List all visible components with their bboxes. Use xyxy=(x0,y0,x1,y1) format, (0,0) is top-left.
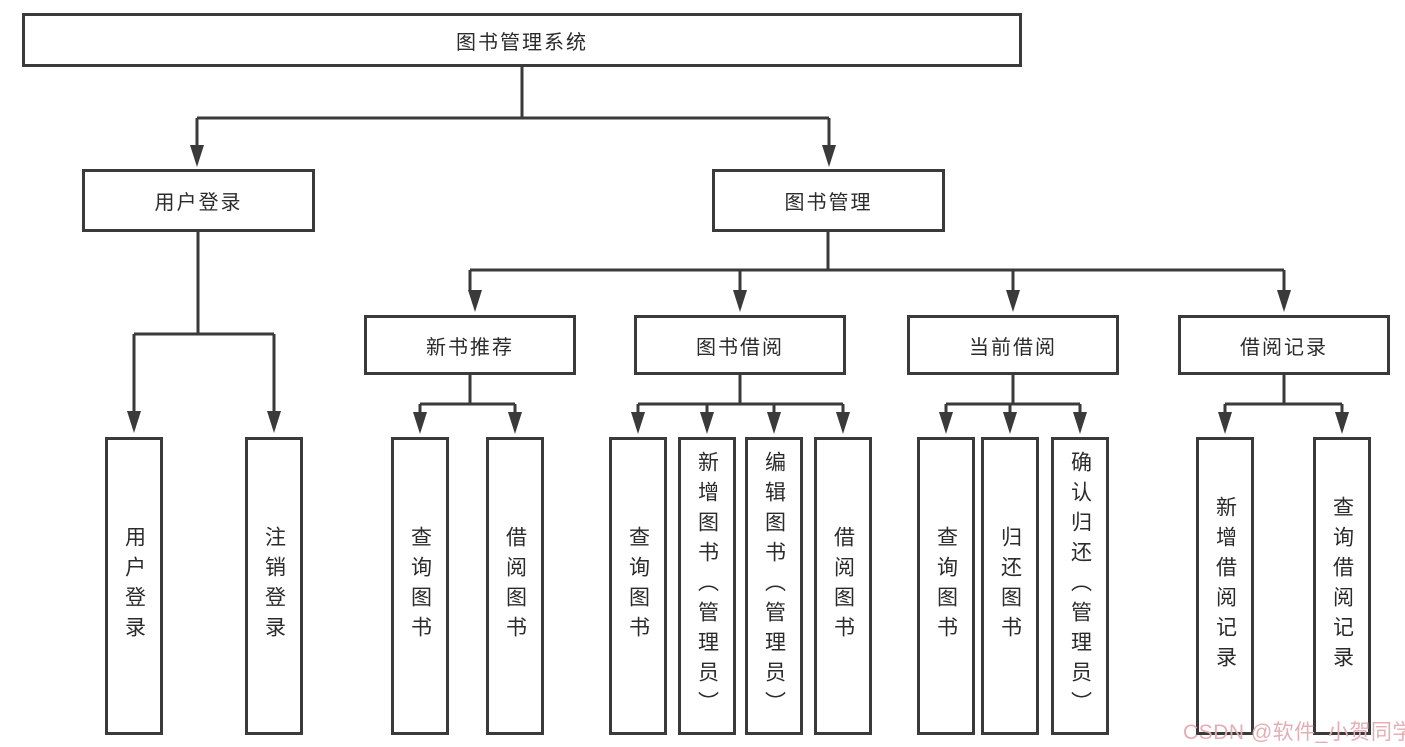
leaf-borrow-books: 借阅图书 xyxy=(814,437,872,735)
leaf-label: 归还图书 xyxy=(998,526,1022,646)
connector-current-borrow xyxy=(944,375,1082,416)
arrow-icon xyxy=(127,411,141,433)
leaf-query-books: 查询图书 xyxy=(391,437,449,735)
leaf-label: 注销登录 xyxy=(262,526,286,646)
arrow-icon xyxy=(1218,412,1232,434)
leaf-label: 借阅图书 xyxy=(503,526,527,646)
leaf-query-books: 查询图书 xyxy=(917,437,975,735)
node-label: 当前借阅 xyxy=(969,336,1057,359)
leaf-confirm-return-admin: 确认归还（管理员） xyxy=(1051,437,1109,735)
node-book-borrow: 图书借阅 xyxy=(634,315,846,375)
leaf-label: 用户登录 xyxy=(122,526,146,646)
leaf-label: 查询借阅记录 xyxy=(1330,496,1354,676)
arrow-icon xyxy=(631,412,645,434)
leaf-query-borrow-record: 查询借阅记录 xyxy=(1313,437,1371,735)
arrow-icon xyxy=(413,412,427,434)
node-book-management: 图书管理 xyxy=(712,169,945,232)
node-label: 图书借阅 xyxy=(696,336,784,359)
arrow-icon xyxy=(508,412,522,434)
node-new-book-recommend: 新书推荐 xyxy=(364,315,576,375)
connector-user-login xyxy=(132,232,276,413)
arrow-icon xyxy=(1003,412,1017,434)
node-label: 图书管理 xyxy=(784,192,873,214)
leaf-label: 新增借阅记录 xyxy=(1213,496,1237,676)
arrow-icon xyxy=(190,145,204,167)
leaf-add-books-admin: 新增图书（管理员） xyxy=(678,437,736,735)
arrow-icon xyxy=(1335,412,1349,434)
leaf-edit-books-admin: 编辑图书（管理员） xyxy=(745,437,803,735)
arrow-icon xyxy=(836,412,850,434)
leaf-label: 编辑图书（管理员） xyxy=(762,451,786,721)
arrow-icon xyxy=(767,412,781,434)
arrow-icon xyxy=(267,411,281,433)
leaf-label: 查询图书 xyxy=(934,526,958,646)
connector-book-borrow xyxy=(636,375,845,416)
arrow-icon xyxy=(1073,412,1087,434)
leaf-borrow-books: 借阅图书 xyxy=(486,437,544,735)
leaf-user-login: 用户登录 xyxy=(105,437,163,735)
arrow-icon xyxy=(822,145,836,167)
node-library-system: 图书管理系统 xyxy=(22,13,1022,67)
arrow-icon xyxy=(1006,290,1020,312)
leaf-label: 确认归还（管理员） xyxy=(1068,451,1092,721)
leaf-label: 查询图书 xyxy=(626,526,650,646)
arrow-icon xyxy=(700,412,714,434)
leaf-logout: 注销登录 xyxy=(245,437,303,735)
node-label: 用户登录 xyxy=(154,192,243,214)
leaf-label: 借阅图书 xyxy=(831,526,855,646)
arrow-icon xyxy=(1277,290,1291,312)
leaf-label: 新增图书（管理员） xyxy=(695,451,719,721)
arrow-icon xyxy=(939,412,953,434)
arrow-icon xyxy=(733,290,747,312)
node-user-login: 用户登录 xyxy=(82,169,315,232)
connector-root xyxy=(195,67,831,147)
leaf-add-borrow-record: 新增借阅记录 xyxy=(1196,437,1254,735)
node-label: 新书推荐 xyxy=(426,336,514,359)
csdn-watermark: CSDN @软件_小贺同学 xyxy=(1183,721,1405,744)
leaf-return-books: 归还图书 xyxy=(981,437,1039,735)
node-borrow-records: 借阅记录 xyxy=(1178,315,1390,375)
connector-borrow-records xyxy=(1223,375,1344,416)
leaf-query-books: 查询图书 xyxy=(609,437,667,735)
node-label: 借阅记录 xyxy=(1240,336,1328,359)
arrow-icon xyxy=(468,290,482,312)
node-current-borrow: 当前借阅 xyxy=(907,315,1119,375)
node-label: 图书管理系统 xyxy=(456,31,588,54)
leaf-label: 查询图书 xyxy=(408,526,432,646)
connector-new-book xyxy=(418,375,517,416)
connector-book-management xyxy=(468,232,1286,292)
